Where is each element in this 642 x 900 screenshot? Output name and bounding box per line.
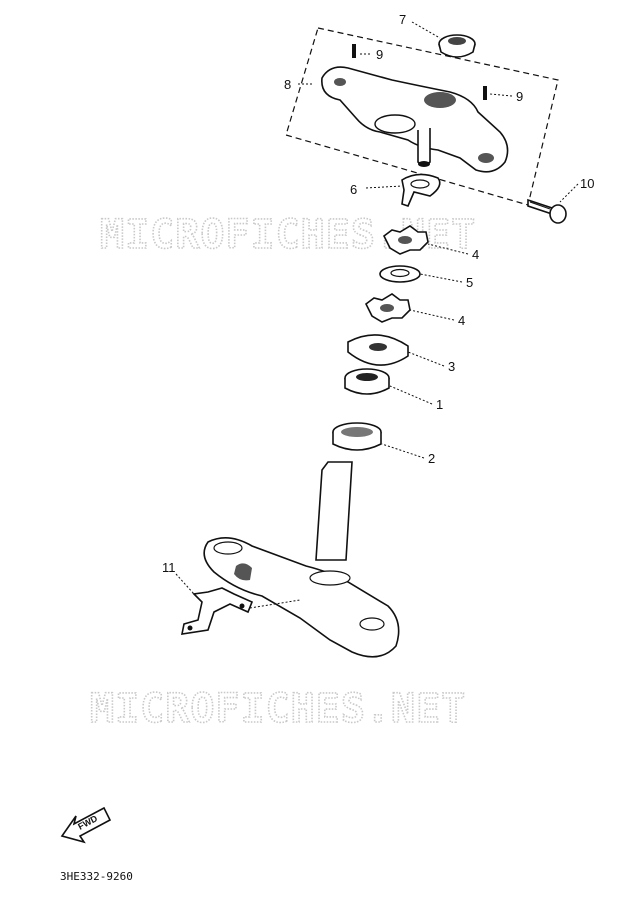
washer-part-5[interactable] (379, 265, 421, 283)
upper-bracket-part-8[interactable] (321, 66, 509, 173)
cap-nut-part-7[interactable] (438, 34, 476, 58)
bearing-part-1[interactable] (344, 368, 390, 395)
ring-nut-part-4-lower[interactable] (364, 293, 411, 323)
lock-washer-part-6[interactable] (401, 173, 441, 207)
callout-6: 6 (350, 182, 357, 197)
forward-arrow-icon: FWD (60, 806, 112, 844)
pin-part-9-right[interactable] (483, 86, 487, 100)
cable-bracket-part-11[interactable] (180, 587, 254, 635)
dust-seal-part-3[interactable] (347, 334, 409, 366)
callout-1: 1 (436, 397, 443, 412)
watermark-bottom: MICROFICHES.NET (90, 686, 466, 732)
steering-stem-lower-bracket[interactable] (203, 461, 400, 658)
callout-10: 10 (580, 176, 594, 191)
bolt-part-10[interactable] (527, 198, 567, 224)
callout-8: 8 (284, 77, 291, 92)
diagram-code: 3HE332-9260 (60, 870, 133, 883)
pin-part-9-left[interactable] (352, 44, 356, 58)
callout-11: 11 (162, 560, 176, 575)
callout-5: 5 (466, 275, 473, 290)
callout-7: 7 (399, 12, 406, 27)
callout-2: 2 (428, 451, 435, 466)
ring-nut-part-4-upper[interactable] (382, 225, 429, 255)
leader-lines (175, 21, 579, 609)
callout-9-right: 9 (516, 89, 523, 104)
bearing-part-2[interactable] (332, 422, 382, 451)
callout-9-left: 9 (376, 47, 383, 62)
callout-3: 3 (448, 359, 455, 374)
callout-4-upper: 4 (472, 247, 479, 262)
callout-4-lower: 4 (458, 313, 465, 328)
